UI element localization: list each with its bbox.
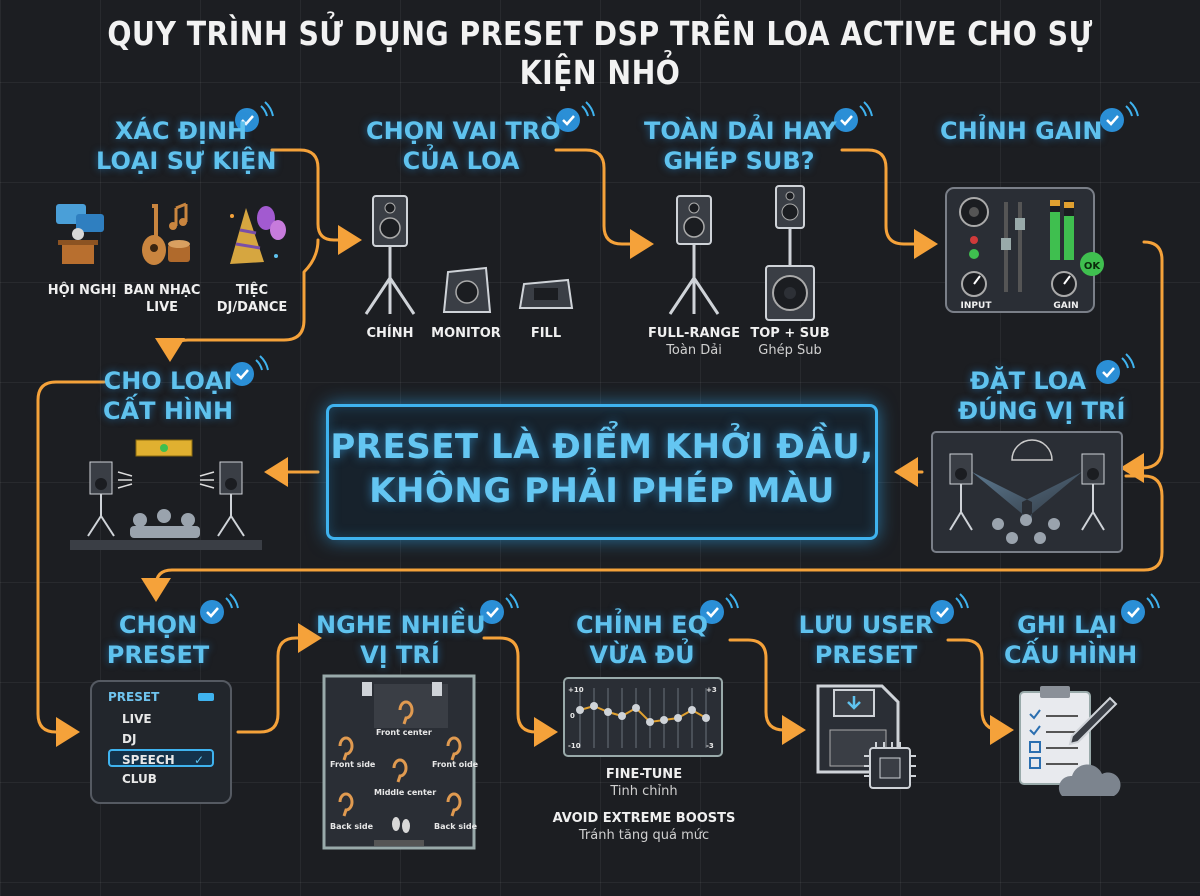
pos-back-side-left: Back side	[330, 822, 373, 831]
preset-header: PRESET	[108, 690, 160, 704]
guitar-icon	[142, 202, 190, 265]
eq-scale-right-bottom: -3	[706, 742, 714, 750]
gain-input-label: INPUT	[960, 301, 992, 311]
preset-option-speech[interactable]: SPEECH ✓	[108, 749, 214, 767]
check-badge-icon	[1121, 593, 1160, 624]
gain-panel-illustration	[945, 187, 1104, 313]
clipboard-cloud-illustration	[1019, 686, 1121, 796]
pos-back-side-right: Back side	[434, 822, 477, 831]
pos-front-center: Front center	[376, 728, 432, 737]
center-message-box: PRESET LÀ ĐIỂM KHỞI ĐẦU, KHÔNG PHẢI PHÉP…	[326, 404, 878, 540]
arrow-8	[36, 380, 106, 747]
arrow-12	[946, 638, 1014, 745]
arrow-7	[141, 474, 1164, 602]
check-badge-icon	[930, 593, 969, 624]
top-sub-sublabel: Ghép Sub	[758, 343, 822, 358]
arrow-1	[270, 148, 362, 255]
level-check-illustration	[70, 439, 262, 550]
preset-option-live[interactable]: LIVE	[122, 712, 152, 726]
pos-middle-center: Middle center	[374, 788, 437, 797]
check-badge-icon	[480, 593, 519, 624]
eq-scale-right-top: +3	[706, 686, 717, 694]
floppy-chip-illustration	[816, 684, 916, 789]
top-sub-label: TOP + SUB	[750, 326, 830, 341]
eq-curve-illustration	[563, 677, 723, 757]
step-gain-heading: CHỈNH GAIN	[940, 117, 1103, 145]
eq-note-avoid-vi: Tránh tăng quá mức	[578, 828, 710, 843]
eq-note-finetune-vi: Tinh chỉnh	[610, 784, 678, 799]
eq-note-avoid: AVOID EXTREME BOOSTS	[552, 811, 736, 826]
monitor-speaker-icon	[442, 266, 492, 313]
check-badge-icon	[200, 593, 239, 624]
check-badge-icon	[700, 593, 739, 624]
arrow-2	[554, 148, 654, 259]
event-conference-label: HỘI NGHỊ	[47, 283, 117, 298]
room-listening-illustration	[322, 674, 476, 850]
top-sub-speaker-icon	[765, 185, 815, 321]
pos-front-side-left: Front side	[330, 760, 376, 769]
check-badge-icon	[235, 101, 274, 132]
center-message: PRESET LÀ ĐIỂM KHỞI ĐẦU, KHÔNG PHẢI PHÉP…	[330, 427, 874, 511]
arrow-4	[1120, 240, 1164, 483]
role-main-label: CHÍNH	[366, 326, 414, 341]
battery-icon	[198, 693, 214, 701]
eq-scale-top: +10	[568, 686, 584, 694]
gain-ok-badge: OK	[1083, 261, 1101, 272]
role-monitor-label: MONITOR	[431, 326, 501, 341]
check-badge-icon	[230, 355, 269, 386]
eq-note-finetune: FINE-TUNE	[605, 767, 683, 782]
arrow-9	[236, 623, 322, 734]
party-icon	[230, 206, 286, 264]
arrow-1b	[155, 238, 320, 362]
check-icon: ✓	[193, 753, 204, 767]
check-badge-icons	[200, 101, 1160, 624]
main-speaker-icon	[364, 195, 416, 315]
eq-scale-bottom: -10	[568, 742, 581, 750]
page-title: QUY TRÌNH SỬ DỤNG PRESET DSP TRÊN LOA AC…	[107, 14, 1093, 92]
arrow-10	[482, 636, 558, 747]
eq-scale-mid: 0	[570, 712, 575, 720]
check-badge-icon	[1096, 353, 1135, 384]
check-badge-icon	[834, 101, 873, 132]
gain-gain-label: GAIN	[1053, 301, 1079, 311]
check-badge-icon	[1100, 101, 1139, 132]
preset-option-club[interactable]: CLUB	[122, 772, 157, 786]
role-fill-label: FILL	[530, 326, 562, 341]
full-range-sublabel: Toàn Dải	[666, 343, 722, 358]
full-range-label: FULL-RANGE	[648, 326, 740, 341]
pos-front-side-right: Front oide	[432, 760, 479, 769]
arrow-11	[728, 638, 806, 745]
preset-option-dj[interactable]: DJ	[122, 732, 137, 746]
preset-selector-card: PRESET LIVE DJ SPEECH ✓ CLUB	[90, 680, 232, 804]
fill-speaker-icon	[518, 278, 574, 309]
speaker-placement-illustration	[931, 431, 1123, 553]
flow-arrows	[36, 148, 1164, 747]
check-badge-icon	[556, 101, 595, 132]
arrow-3	[840, 148, 938, 259]
full-range-speaker-icon	[668, 195, 720, 315]
conference-icon	[56, 204, 104, 264]
